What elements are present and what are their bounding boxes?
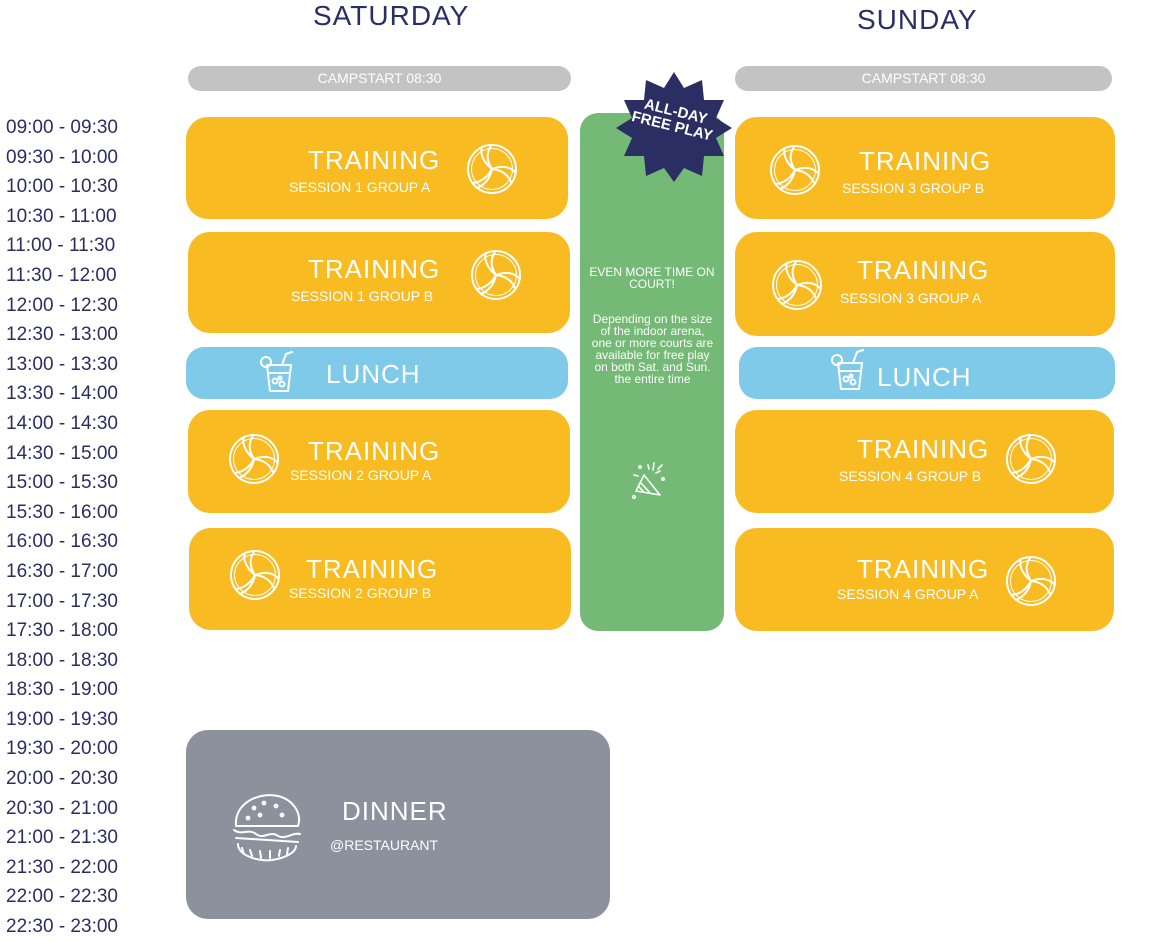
dinner-subtitle: @RESTAURANT [330, 837, 439, 853]
training-title: TRAINING [308, 145, 441, 175]
time-slot: 20:00 - 20:30 [6, 768, 118, 790]
time-slot: 12:00 - 12:30 [6, 294, 118, 316]
volleyball-icon [1005, 555, 1057, 607]
time-slot: 22:30 - 23:00 [6, 916, 118, 938]
volleyball-icon [229, 549, 281, 601]
training-title: TRAINING [857, 554, 990, 584]
saturday-training-session-1b[interactable]: TRAINING SESSION 1 GROUP B [188, 232, 570, 333]
drink-icon [829, 349, 869, 393]
saturday-lunch[interactable]: LUNCH [186, 347, 568, 399]
volleyball-icon [771, 259, 823, 311]
training-title: TRAINING [308, 254, 441, 284]
time-slot: 21:30 - 22:00 [6, 856, 118, 878]
training-title: TRAINING [859, 146, 992, 176]
time-slot: 20:30 - 21:00 [6, 797, 118, 819]
time-slot: 16:00 - 16:30 [6, 531, 118, 553]
dinner-title: DINNER [342, 796, 448, 826]
saturday-training-session-1a[interactable]: TRAINING SESSION 1 GROUP A [186, 117, 568, 219]
volleyball-icon [769, 144, 821, 196]
time-slot: 09:00 - 09:30 [6, 117, 118, 138]
training-title: TRAINING [308, 436, 441, 466]
time-slot: 13:30 - 14:00 [6, 383, 118, 405]
drink-icon [258, 351, 298, 395]
time-slot: 10:00 - 10:30 [6, 176, 118, 198]
burger-icon [233, 794, 301, 862]
free-play-badge: ALL-DAY FREE PLAY [614, 70, 734, 184]
saturday-training-session-2a[interactable]: TRAINING SESSION 2 GROUP A [188, 410, 570, 513]
training-subtitle: SESSION 4 GROUP B [839, 468, 982, 484]
time-slot: 17:30 - 18:00 [6, 620, 118, 642]
time-slot: 19:00 - 19:30 [6, 708, 118, 730]
free-play-description: Depending on the size of the indoor aren… [591, 312, 714, 386]
training-subtitle: SESSION 3 GROUP A [840, 290, 982, 306]
party-popper-icon [631, 462, 665, 499]
time-slot: 09:30 - 10:00 [6, 146, 118, 168]
training-title: TRAINING [857, 255, 990, 285]
volleyball-icon [470, 249, 522, 301]
time-slot: 13:00 - 13:30 [6, 353, 118, 375]
sunday-heading: SUNDAY [857, 4, 978, 35]
sunday-training-session-4b[interactable]: TRAINING SESSION 4 GROUP B [735, 410, 1114, 513]
volleyball-icon [228, 433, 280, 485]
time-slot: 11:00 - 11:30 [6, 235, 116, 257]
volleyball-icon [466, 143, 518, 195]
volleyball-icon [1005, 433, 1057, 485]
time-slot: 15:30 - 16:00 [6, 501, 118, 523]
free-play-heading: EVEN MORE TIME ON COURT! [589, 265, 715, 291]
training-title: TRAINING [857, 434, 990, 464]
saturday-dinner[interactable]: DINNER @RESTAURANT [186, 730, 610, 919]
training-subtitle: SESSION 4 GROUP A [837, 586, 979, 602]
sunday-lunch[interactable]: LUNCH [739, 347, 1115, 399]
lunch-title: LUNCH [877, 362, 972, 392]
time-slot: 15:00 - 15:30 [6, 472, 118, 494]
sunday-training-session-3a[interactable]: TRAINING SESSION 3 GROUP A [735, 232, 1115, 336]
saturday-heading: SATURDAY [313, 0, 470, 31]
sunday-training-session-3b[interactable]: TRAINING SESSION 3 GROUP B [735, 117, 1115, 219]
time-slot: 11:30 - 12:00 [6, 264, 117, 286]
training-title: TRAINING [306, 554, 439, 584]
sunday-training-session-4a[interactable]: TRAINING SESSION 4 GROUP A [735, 528, 1114, 631]
time-slot: 18:00 - 18:30 [6, 649, 118, 671]
time-slot: 19:30 - 20:00 [6, 738, 118, 760]
saturday-campstart-bar: CAMPSTART 08:30 [188, 66, 571, 91]
starburst-badge [616, 72, 732, 182]
saturday-training-session-2b[interactable]: TRAINING SESSION 2 GROUP B [189, 528, 571, 630]
training-subtitle: SESSION 2 GROUP A [290, 467, 432, 483]
time-slot: 14:00 - 14:30 [6, 412, 118, 434]
training-subtitle: SESSION 2 GROUP B [289, 585, 432, 601]
time-slot: 18:30 - 19:00 [6, 679, 118, 701]
lunch-title: LUNCH [326, 359, 421, 389]
time-slot-list: 09:00 - 09:30 09:30 - 10:00 10:00 - 10:3… [6, 113, 118, 942]
time-slot: 17:00 - 17:30 [6, 590, 118, 612]
time-slot: 16:30 - 17:00 [6, 560, 118, 582]
time-slot: 21:00 - 21:30 [6, 827, 118, 849]
training-subtitle: SESSION 3 GROUP B [842, 180, 985, 196]
time-slot: 22:00 - 22:30 [6, 886, 118, 908]
training-subtitle: SESSION 1 GROUP A [289, 179, 431, 195]
time-slot: 10:30 - 11:00 [6, 205, 117, 227]
time-slot: 12:30 - 13:00 [6, 324, 118, 346]
sunday-campstart-bar: CAMPSTART 08:30 [735, 66, 1112, 91]
training-subtitle: SESSION 1 GROUP B [291, 288, 434, 304]
free-play-column: EVEN MORE TIME ON COURT! Depending on th… [580, 113, 724, 631]
time-slot: 14:30 - 15:00 [6, 442, 118, 464]
